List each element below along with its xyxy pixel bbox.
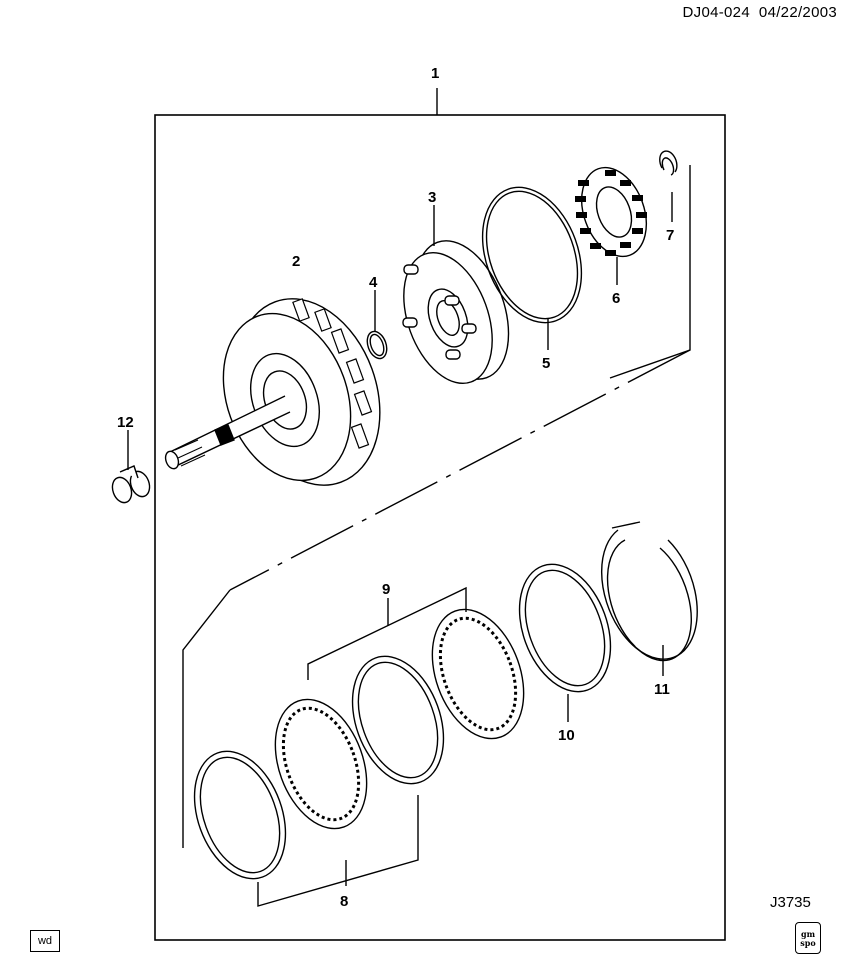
callout-4: 4 bbox=[369, 274, 378, 291]
callout-8: 8 bbox=[340, 893, 348, 910]
part-3-piston bbox=[402, 205, 510, 385]
callout-3: 3 bbox=[428, 189, 436, 206]
bracket-lower bbox=[182, 589, 231, 848]
part-8-steel-plates bbox=[193, 655, 445, 907]
logo-line2: spo bbox=[800, 938, 816, 948]
part-5-seal bbox=[481, 186, 583, 350]
part-10-plate bbox=[518, 563, 612, 722]
wd-badge: wd bbox=[30, 930, 60, 952]
part-2-housing bbox=[164, 298, 381, 486]
callout-7: 7 bbox=[666, 227, 674, 244]
part-9-friction-discs bbox=[274, 586, 525, 830]
logo-line1: gm bbox=[800, 929, 816, 939]
callout-12: 12 bbox=[117, 414, 134, 431]
callout-1: 1 bbox=[431, 65, 439, 82]
part-11-snap-ring bbox=[601, 521, 698, 676]
diagram-code: DJ04-024 bbox=[682, 4, 750, 21]
callout-6: 6 bbox=[612, 290, 620, 307]
assembly-frame bbox=[154, 114, 726, 941]
part-12-rings bbox=[111, 430, 151, 504]
part-7-snap-ring bbox=[659, 150, 678, 222]
gm-spo-logo: gm spo bbox=[795, 922, 821, 954]
callout-10: 10 bbox=[558, 727, 575, 744]
header-info: DJ04-024 04/22/2003 bbox=[683, 4, 837, 21]
callout-5: 5 bbox=[542, 355, 550, 372]
callout-2: 2 bbox=[292, 253, 300, 270]
center-axis bbox=[229, 349, 691, 591]
part-6-spring-retainer bbox=[575, 166, 647, 285]
diagram-date: 04/22/2003 bbox=[758, 4, 837, 21]
callout-11: 11 bbox=[654, 681, 670, 698]
part-4-oring bbox=[366, 290, 388, 360]
callout-9: 9 bbox=[382, 581, 390, 598]
figure-id: J3735 bbox=[770, 894, 811, 911]
